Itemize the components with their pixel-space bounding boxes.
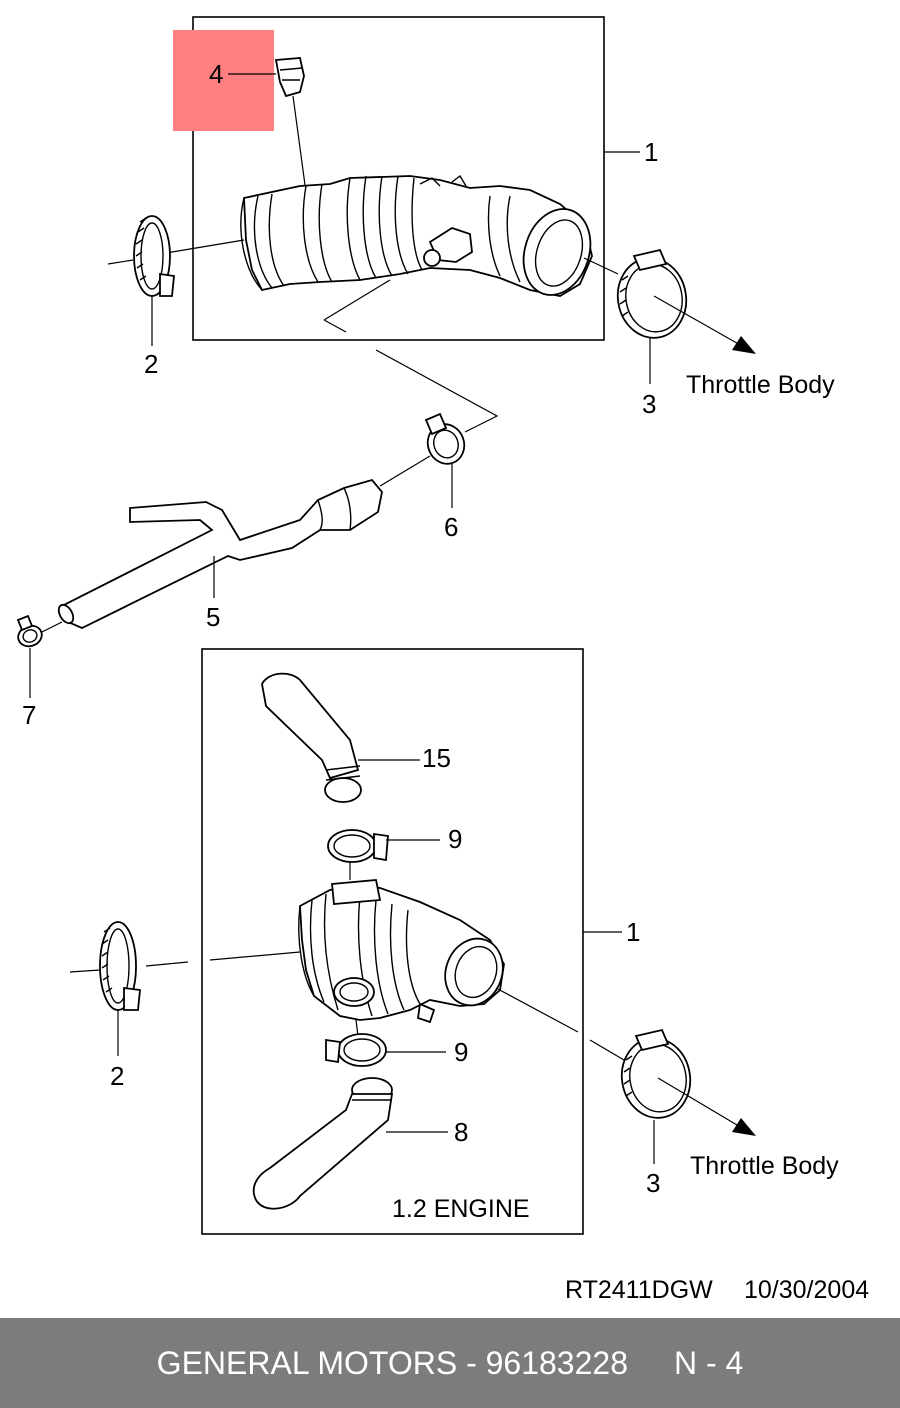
centerline-right-upper <box>583 257 619 275</box>
throttle-body-label-upper: Throttle Body <box>686 371 835 399</box>
callout-2-lower: 2 <box>110 1061 124 1091</box>
engine-label: 1.2 ENGINE <box>392 1195 530 1223</box>
callout-8: 8 <box>454 1117 468 1147</box>
leader-6-hose <box>379 455 431 487</box>
upper-assembly-frame <box>192 16 605 341</box>
throttle-body-arrow-lower <box>657 1077 756 1136</box>
callout-3-lower: 3 <box>646 1168 660 1198</box>
part-3-clamp-upper <box>616 248 688 384</box>
centerline-left-lower <box>69 969 101 973</box>
footer-page-ref: N - 4 <box>673 1344 744 1381</box>
throttle-body-label-lower: Throttle Body <box>690 1152 839 1180</box>
part-7-clamp <box>16 614 63 698</box>
centerline-right-lower <box>495 987 579 1033</box>
callout-4: 4 <box>209 59 223 89</box>
callout-6: 6 <box>444 512 458 542</box>
part-2-clamp-upper <box>133 215 175 346</box>
centerline-left-lower-2 <box>145 961 189 967</box>
centerline-left-upper <box>107 259 134 265</box>
part-3-clamp-lower <box>620 1028 692 1164</box>
callout-1-upper: 1 <box>644 137 658 167</box>
part-4-highlight <box>173 30 274 131</box>
centerline-left-lower-3 <box>209 951 301 961</box>
callout-9-lower: 9 <box>454 1037 468 1067</box>
part-1-intake-hose-lower <box>298 879 505 1024</box>
callout-7: 7 <box>22 700 36 730</box>
centerline-left-upper-2 <box>159 239 245 255</box>
drawing-date: 10/30/2004 <box>744 1276 869 1304</box>
part-4-sensor <box>274 57 306 186</box>
part-2-clamp-lower <box>99 921 141 1056</box>
part-9-clamp-lower <box>325 1019 446 1067</box>
drawing-code: RT2411DGW <box>565 1276 713 1304</box>
callout-5: 5 <box>206 602 220 632</box>
footer-part-number: 96183228 <box>485 1344 628 1381</box>
connector-frame-to-6 <box>323 279 499 433</box>
lower-assembly-frame <box>201 648 584 1235</box>
callout-9-upper: 9 <box>448 824 462 854</box>
footer-bar: GENERAL MOTORS - 96183228 N - 4 <box>0 1318 900 1408</box>
part-15-upper-tube <box>261 672 420 803</box>
callout-3-upper: 3 <box>642 389 656 419</box>
throttle-body-arrow-upper <box>653 295 756 354</box>
callout-15: 15 <box>422 743 451 773</box>
centerline-right-lower-2 <box>589 1039 625 1061</box>
part-5-breather-hose <box>57 478 383 629</box>
parts-diagram: 4 1 2 <box>16 16 869 1304</box>
footer-separator: - <box>466 1344 477 1381</box>
part-9-clamp-upper <box>327 829 440 880</box>
part-1-intake-hose-upper <box>240 174 593 297</box>
footer-brand: GENERAL MOTORS <box>156 1344 458 1381</box>
part-6-clamp <box>424 412 466 508</box>
callout-2-upper: 2 <box>144 349 158 379</box>
callout-1-lower: 1 <box>626 917 640 947</box>
part-8-lower-tube <box>252 1077 448 1210</box>
